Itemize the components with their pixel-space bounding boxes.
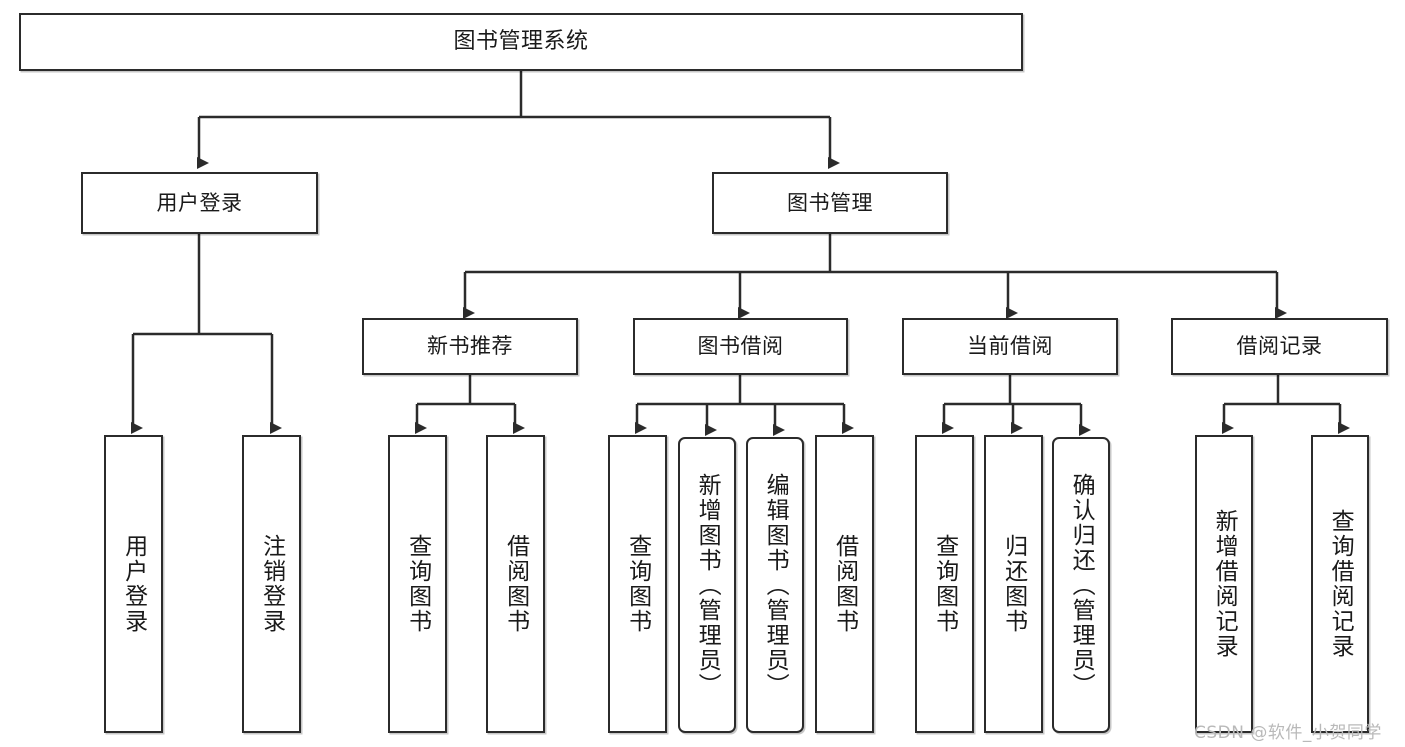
node-leaf-add-record[interactable]: 新增借阅记录: [1195, 435, 1253, 733]
node-book-borrow[interactable]: 图书借阅: [633, 318, 848, 375]
node-leaf-borrow-book-1-label: 借阅图书: [502, 534, 529, 634]
node-leaf-return-book[interactable]: 归还图书: [984, 435, 1043, 733]
watermark-text: CSDN @软件_小贺同学: [1194, 723, 1382, 743]
node-leaf-confirm-return[interactable]: 确认归还（管理员）: [1052, 437, 1110, 733]
node-leaf-query-book-3-label: 查询图书: [931, 534, 958, 634]
node-leaf-confirm-return-label: 确认归还（管理员）: [1068, 472, 1095, 698]
node-new-book-rec-label: 新书推荐: [427, 334, 513, 359]
node-leaf-return-book-label: 归还图书: [1000, 534, 1027, 634]
node-leaf-query-book-2[interactable]: 查询图书: [608, 435, 667, 733]
node-leaf-edit-book-label: 编辑图书（管理员）: [762, 472, 789, 698]
node-leaf-edit-book[interactable]: 编辑图书（管理员）: [746, 437, 804, 733]
node-root[interactable]: 图书管理系统: [19, 13, 1023, 71]
node-book-borrow-label: 图书借阅: [697, 334, 784, 359]
node-leaf-user-login-label: 用户登录: [120, 534, 147, 634]
node-leaf-borrow-book-2[interactable]: 借阅图书: [815, 435, 874, 733]
node-borrow-record-label: 借阅记录: [1236, 334, 1323, 359]
node-leaf-query-book-2-label: 查询图书: [624, 534, 651, 634]
node-leaf-query-book-1[interactable]: 查询图书: [388, 435, 447, 733]
node-borrow-record[interactable]: 借阅记录: [1171, 318, 1388, 375]
node-book-manage[interactable]: 图书管理: [712, 172, 948, 234]
node-leaf-borrow-book-1[interactable]: 借阅图书: [486, 435, 545, 733]
node-leaf-logout[interactable]: 注销登录: [242, 435, 301, 733]
node-leaf-user-login[interactable]: 用户登录: [104, 435, 163, 733]
node-leaf-logout-label: 注销登录: [258, 534, 285, 634]
node-leaf-borrow-book-2-label: 借阅图书: [831, 534, 858, 634]
node-new-book-rec[interactable]: 新书推荐: [362, 318, 578, 375]
node-root-label: 图书管理系统: [453, 29, 589, 55]
node-current-borrow[interactable]: 当前借阅: [902, 318, 1118, 375]
node-leaf-add-record-label: 新增借阅记录: [1211, 509, 1238, 659]
node-leaf-add-book[interactable]: 新增图书（管理员）: [678, 437, 736, 733]
node-leaf-query-book-3[interactable]: 查询图书: [915, 435, 974, 733]
node-current-borrow-label: 当前借阅: [967, 334, 1053, 359]
node-user-login-label: 用户登录: [156, 190, 243, 215]
node-leaf-add-book-label: 新增图书（管理员）: [694, 472, 721, 698]
node-user-login[interactable]: 用户登录: [81, 172, 318, 234]
node-leaf-query-record-label: 查询借阅记录: [1327, 509, 1354, 659]
node-leaf-query-record[interactable]: 查询借阅记录: [1311, 435, 1369, 733]
node-leaf-query-book-1-label: 查询图书: [404, 534, 431, 634]
node-book-manage-label: 图书管理: [787, 190, 873, 215]
